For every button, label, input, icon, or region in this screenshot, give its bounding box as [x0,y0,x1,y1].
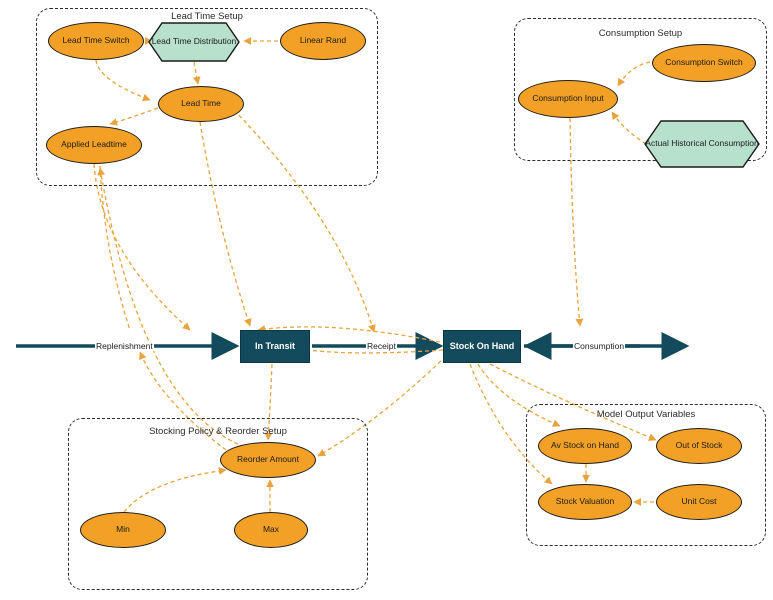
node-linear-rand[interactable]: Linear Rand [280,22,366,60]
node-lead-time-switch[interactable]: Lead Time Switch [48,22,144,60]
node-actual-historical-consumption[interactable]: Actual Historical Consumption [644,120,760,168]
node-applied-leadtime[interactable]: Applied Leadtime [46,126,142,164]
flow-label-receipt: Receipt [366,341,397,351]
hexagon-shape [148,22,240,62]
group-title-lead-time-setup: Lead Time Setup [171,11,243,22]
group-model-output-variables [526,404,766,546]
node-stock-on-hand[interactable]: Stock On Hand [443,330,521,363]
node-consumption-switch[interactable]: Consumption Switch [652,44,756,82]
node-max[interactable]: Max [234,512,308,548]
node-out-of-stock[interactable]: Out of Stock [656,428,742,464]
group-stocking-policy-reorder-setup [68,418,368,590]
node-label-lead-time-distribution: Lead Time Distribution [151,36,237,47]
node-unit-cost[interactable]: Unit Cost [656,484,742,520]
node-label-actual-historical-consumption: Actual Historical Consumption [645,138,759,149]
group-lead-time-setup [36,8,378,186]
group-title-model-output-variables: Model Output Variables [596,409,696,420]
node-in-transit[interactable]: In Transit [240,330,310,363]
group-title-stocking-policy-reorder-setup: Stocking Policy & Reorder Setup [149,426,287,437]
flow-label-consumption: Consumption [573,341,626,351]
node-av-stock-on-hand[interactable]: Av Stock on Hand [538,428,632,464]
node-lead-time[interactable]: Lead Time [158,86,244,122]
flow-label-replenishment: Replenishment [95,341,154,351]
hexagon-shape [644,120,760,168]
influence-links [93,37,657,513]
node-min[interactable]: Min [80,512,166,548]
node-consumption-input[interactable]: Consumption Input [518,80,618,118]
group-title-consumption-setup: Consumption Setup [598,28,683,39]
group-consumption-setup [514,18,767,161]
node-lead-time-distribution[interactable]: Lead Time Distribution [148,22,240,62]
node-reorder-amount[interactable]: Reorder Amount [220,442,316,478]
node-stock-valuation[interactable]: Stock Valuation [538,484,632,520]
